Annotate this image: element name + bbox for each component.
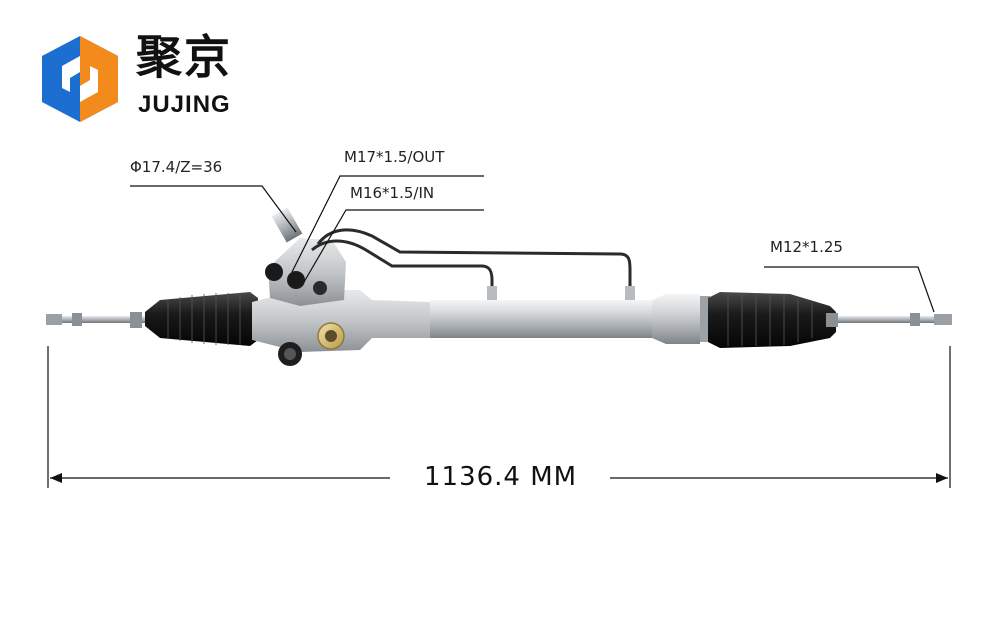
callout-lines: [130, 175, 935, 313]
tie-rod-thread-label: M12*1.25: [770, 238, 843, 256]
brand-logo-icon: [42, 36, 118, 122]
right-boot: [708, 292, 836, 348]
rack-housing: [252, 290, 710, 366]
pinion-spec-label: Φ17.4/Z=36: [130, 158, 223, 176]
hydraulic-lines: [311, 228, 632, 288]
left-boot: [145, 292, 258, 346]
brand-name-en: JUJING: [138, 91, 231, 118]
out-port-spec-label: M17*1.5/OUT: [344, 148, 445, 166]
in-port-spec-label: M16*1.5/IN: [350, 184, 435, 202]
left-tie-rod: [46, 312, 151, 328]
overall-length-label: 1136.4 MM: [424, 462, 578, 492]
dimension-line: [47, 346, 951, 488]
right-tie-rod: [826, 313, 952, 327]
valve-body: [265, 207, 346, 306]
brand-name-cn: 聚京: [136, 30, 232, 84]
